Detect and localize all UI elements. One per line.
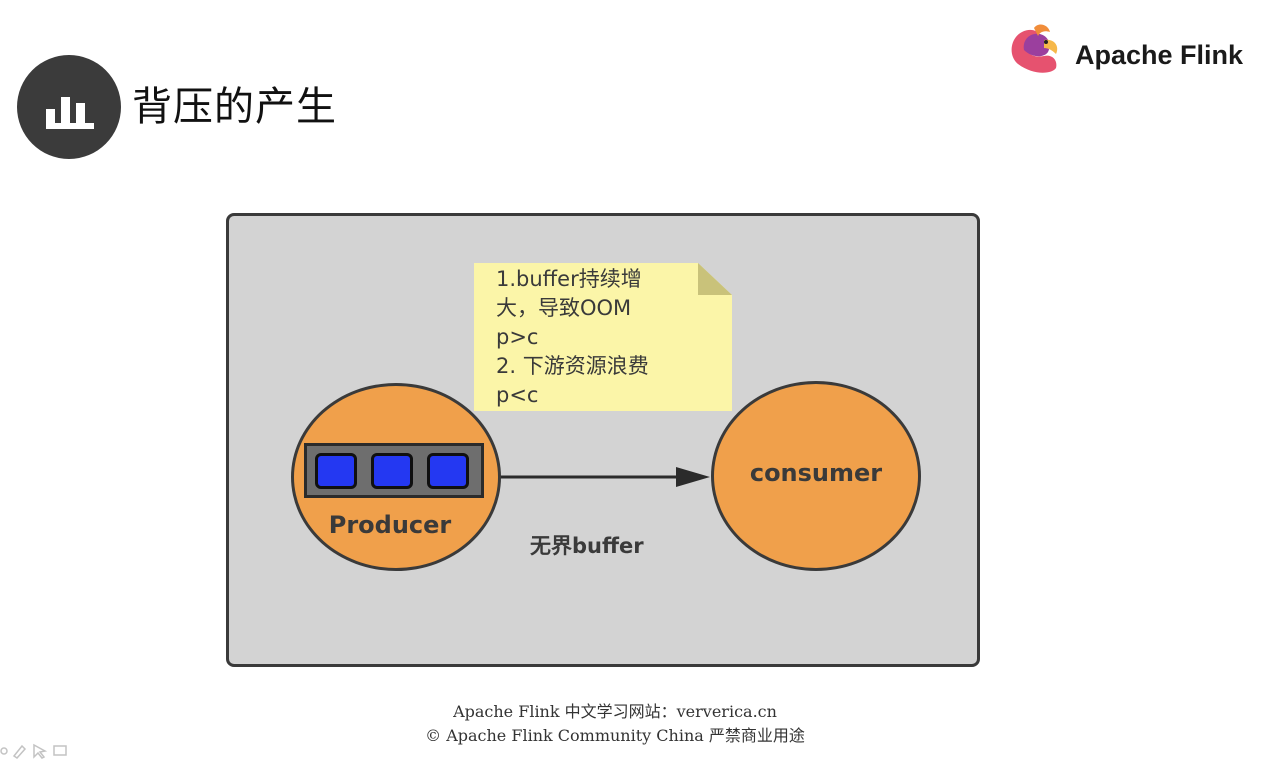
presentation-toolbar[interactable]: [0, 742, 72, 760]
consumer-label: consumer: [749, 459, 883, 487]
flow-arrow: [500, 467, 710, 487]
footer-line-2: © Apache Flink Community China 严禁商业用途: [425, 726, 805, 745]
buffer-slot: [315, 453, 357, 489]
note-line: 2. 下游资源浪费: [496, 354, 649, 378]
consumer-node: [711, 381, 921, 571]
flink-squirrel-logo: [1004, 20, 1064, 78]
sticky-note: 1.buffer持续增大，导致OOM p>c 2. 下游资源浪费 p<c: [474, 263, 732, 411]
bar-chart-icon: [17, 55, 121, 159]
note-line: 1.buffer持续增: [496, 267, 642, 291]
note-line: p>c: [496, 325, 539, 349]
buffer-slot: [371, 453, 413, 489]
buffer-slot: [427, 453, 469, 489]
edge-label: 无界buffer: [530, 534, 644, 558]
producer-label: Producer: [328, 511, 452, 539]
footer: Apache Flink 中文学习网站：ververica.cn © Apach…: [0, 700, 1230, 748]
buffer-queue: [304, 443, 484, 498]
note-line: p<c: [496, 383, 539, 407]
note-line: 大，导致OOM: [496, 296, 632, 320]
page-title: 背压的产生: [132, 84, 337, 130]
note-text: 1.buffer持续增大，导致OOM p>c 2. 下游资源浪费 p<c: [496, 265, 649, 410]
brand-name: Apache Flink: [1075, 40, 1244, 70]
brand: Apache Flink: [1004, 20, 1264, 80]
footer-line-1: Apache Flink 中文学习网站：ververica.cn: [453, 702, 777, 721]
